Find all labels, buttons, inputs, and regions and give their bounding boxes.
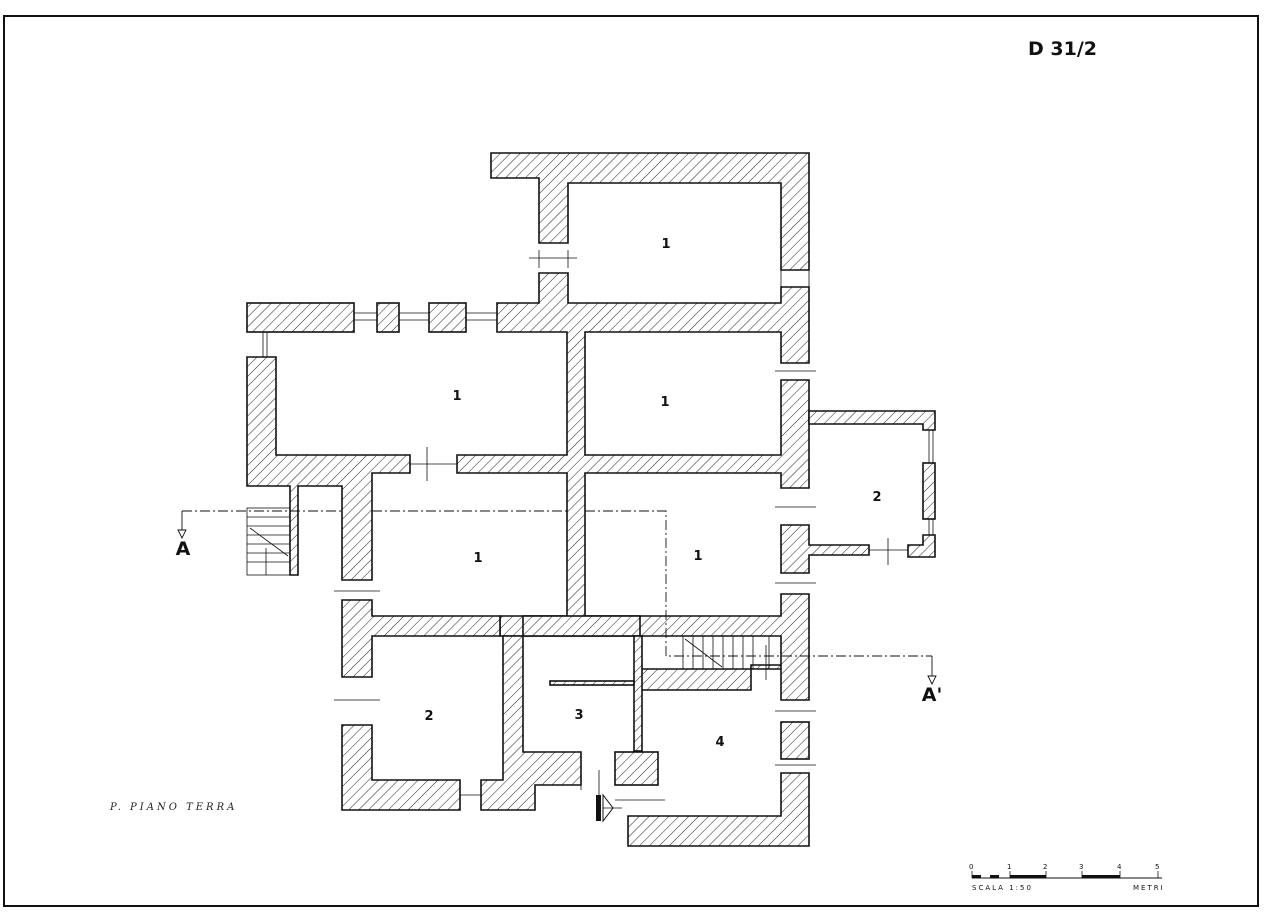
room-label-2-south: 2 [424,709,433,724]
walls [246,152,936,847]
wall-west [246,356,411,581]
north-arrow-icon [596,793,622,823]
plan-caption: P. PIANO TERRA [109,802,237,813]
room-label-1-north: 1 [661,237,670,252]
scale-tick-5: 5 [1155,863,1161,871]
wall-annex-se [907,534,936,558]
wall-room2-west [341,724,461,811]
wall-annex-east-pier [922,462,936,520]
wall-room4-south [627,772,810,847]
scale-tick-0: 0 [969,863,975,871]
room-label-3: 3 [574,708,583,723]
scale-tick-4: 4 [1117,863,1123,871]
wall-room3-east [633,635,643,752]
wall-room2-east [480,635,582,811]
wall-annex [808,410,936,431]
section-end-label: A' [922,684,943,706]
wall-partition-shelf [549,680,635,686]
wall-room4-east-pier [780,721,810,760]
scale-tick-2: 2 [1043,863,1049,871]
room-label-1-east-upper: 1 [660,395,669,410]
wall-south-west [341,599,501,678]
room-label-1-west-lower: 1 [473,551,482,566]
wall-north-seg-1 [246,302,355,333]
wall-room3-north [522,615,641,637]
scale-bar [971,871,1162,879]
scale-tick-3: 3 [1079,863,1085,871]
wall-annex-south [780,524,870,574]
room-label-4: 4 [715,735,724,750]
room-label-2-annex: 2 [872,490,881,505]
sheet-id: D 31/2 [1028,38,1097,60]
room-label-1-east-lower: 1 [693,549,702,564]
section-line [182,510,932,657]
sheet-border [3,15,1259,907]
scale-unit-label: METRI [1133,884,1165,892]
scale-label: SCALA 1:50 [972,884,1033,892]
scale-tick-1: 1 [1007,863,1013,871]
openings [246,250,934,820]
wall-north-seg-3 [428,302,467,333]
section-start-label: A [176,538,191,560]
wall-north-seg-2 [376,302,400,333]
room-label-1-west-upper: 1 [452,389,461,404]
section-arrows [177,511,937,686]
wall-top-room-frame [490,152,810,271]
wall-stub-south [614,751,659,786]
